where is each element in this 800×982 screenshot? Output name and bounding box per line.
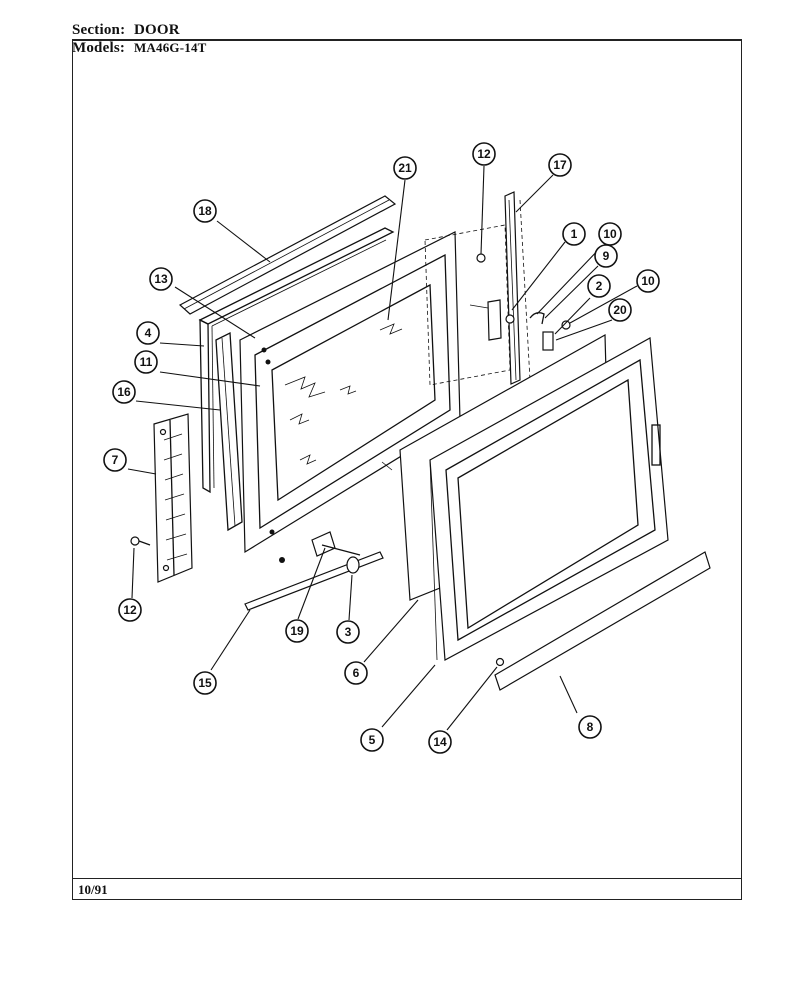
svg-text:7: 7 [112, 453, 119, 467]
svg-text:9: 9 [603, 249, 610, 263]
part-gasket-16 [215, 331, 243, 532]
svg-text:4: 4 [145, 326, 152, 340]
section-value: DOOR [133, 22, 180, 38]
callout-10b: 10 [636, 269, 660, 293]
part-outer-door-5 [429, 337, 669, 661]
callout-13: 13 [149, 267, 173, 291]
models-row: Models: MA46G-14T [72, 40, 207, 57]
svg-text:19: 19 [290, 624, 304, 638]
callout-9: 9 [594, 244, 618, 268]
callout-17: 17 [548, 153, 572, 177]
svg-text:2: 2 [596, 279, 603, 293]
part-bumper-3 [346, 556, 360, 574]
part-top-trim-18 [178, 195, 397, 315]
svg-text:18: 18 [198, 204, 212, 218]
svg-text:6: 6 [353, 666, 360, 680]
part-screw-12-left [130, 536, 151, 546]
callout-4: 4 [136, 321, 160, 345]
svg-text:10: 10 [603, 227, 617, 241]
callout-1: 1 [562, 222, 586, 246]
part-gasket-4 [198, 227, 395, 494]
callout-3: 3 [336, 620, 360, 644]
svg-text:3: 3 [345, 625, 352, 639]
callout-8: 8 [578, 715, 602, 739]
svg-text:8: 8 [587, 720, 594, 734]
part-hinge-bar-17 [504, 191, 531, 385]
svg-text:11: 11 [140, 355, 153, 369]
callout-20: 20 [608, 298, 632, 322]
section-label: Section: [72, 22, 126, 38]
callout-7: 7 [103, 448, 127, 472]
models-value: MA46G-14T [133, 40, 207, 55]
callout-15: 15 [193, 671, 217, 695]
callout-12b: 12 [118, 598, 142, 622]
svg-text:14: 14 [433, 735, 447, 749]
svg-text:17: 17 [553, 158, 567, 172]
part-kick-strip-8 [494, 551, 711, 691]
svg-text:20: 20 [613, 303, 627, 317]
diagram-frame [72, 40, 742, 900]
svg-text:13: 13 [154, 272, 168, 286]
callout-2: 2 [587, 274, 611, 298]
part-hinge-arm-19 [311, 531, 361, 557]
section-row: Section: DOOR [72, 22, 180, 39]
svg-text:12: 12 [123, 603, 137, 617]
callout-21: 21 [393, 156, 417, 180]
callout-14: 14 [428, 730, 452, 754]
callout-12a: 12 [472, 142, 496, 166]
svg-text:5: 5 [369, 733, 376, 747]
callout-16: 16 [112, 380, 136, 404]
footer-rule [72, 878, 742, 879]
callout-11: 11 [134, 350, 158, 374]
svg-text:12: 12 [477, 147, 491, 161]
svg-text:21: 21 [398, 161, 412, 175]
callout-19: 19 [285, 619, 309, 643]
callout-5: 5 [360, 728, 384, 752]
svg-text:10: 10 [641, 274, 655, 288]
part-screw-14 [495, 657, 505, 667]
callout-10a: 10 [598, 222, 622, 246]
leader-lines [127, 165, 638, 731]
svg-text:1: 1 [571, 227, 578, 241]
part-bottom-strip-15 [244, 551, 384, 611]
revision-date: 10/91 [78, 882, 108, 897]
svg-text:15: 15 [198, 676, 212, 690]
header-rule [72, 39, 742, 40]
callout-6: 6 [344, 661, 368, 685]
part-hinge-7 [153, 413, 193, 583]
svg-text:16: 16 [117, 385, 131, 399]
callout-18: 18 [193, 199, 217, 223]
models-label: Models: [72, 40, 126, 56]
